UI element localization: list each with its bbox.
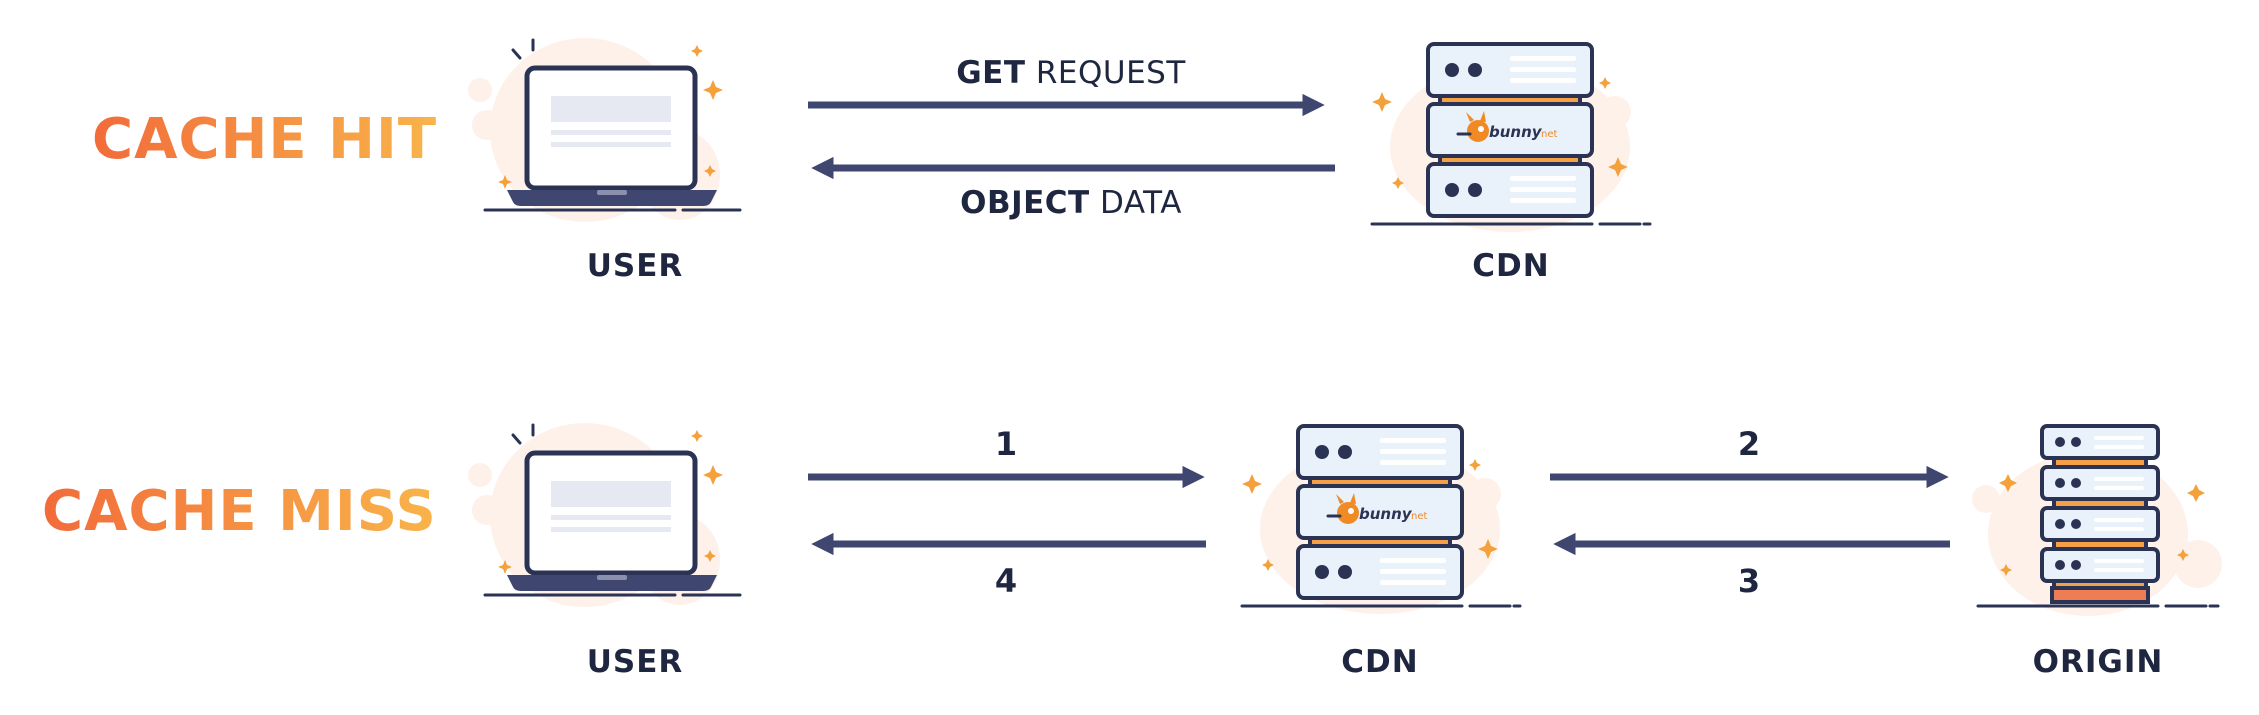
cache-miss-cdn-server-icon: bunny net	[1240, 424, 1522, 616]
cache-miss-section: CACHE MISS USER 1 4 bunny net CDN 2 3 OR…	[42, 423, 2224, 680]
cache-miss-user-laptop-icon	[468, 423, 740, 607]
cache-miss-cdn-brand-logo: bunny	[1359, 505, 1413, 523]
cache-miss-origin-label: ORIGIN	[2033, 644, 2164, 680]
step-2-label: 2	[1738, 425, 1760, 463]
step-4-label: 4	[995, 562, 1017, 600]
cache-miss-cdn-label: CDN	[1341, 644, 1418, 680]
cache-miss-user-label: USER	[587, 644, 684, 680]
cache-hit-cdn-label: CDN	[1472, 248, 1549, 284]
get-request-label: GET REQUEST	[956, 55, 1186, 91]
step-1-label: 1	[995, 425, 1017, 463]
cache-hit-heading: CACHE HIT	[92, 107, 437, 172]
cache-hit-cdn-server-icon: bunny net	[1370, 42, 1652, 234]
cache-hit-section: CACHE HIT USER GET REQUEST OBJECT DATA b…	[92, 38, 1652, 284]
cache-hit-cdn-brand-logo: bunny	[1489, 123, 1543, 141]
step-3-label: 3	[1738, 562, 1760, 600]
cache-miss-cdn-brand-suffix: net	[1411, 511, 1427, 522]
origin-server-icon	[1970, 424, 2224, 618]
cache-miss-heading: CACHE MISS	[42, 479, 437, 544]
cache-hit-cdn-brand-suffix: net	[1541, 129, 1557, 140]
cache-hit-user-label: USER	[587, 248, 684, 284]
cache-hit-user-laptop-icon	[468, 38, 740, 222]
object-data-label: OBJECT DATA	[960, 185, 1182, 221]
